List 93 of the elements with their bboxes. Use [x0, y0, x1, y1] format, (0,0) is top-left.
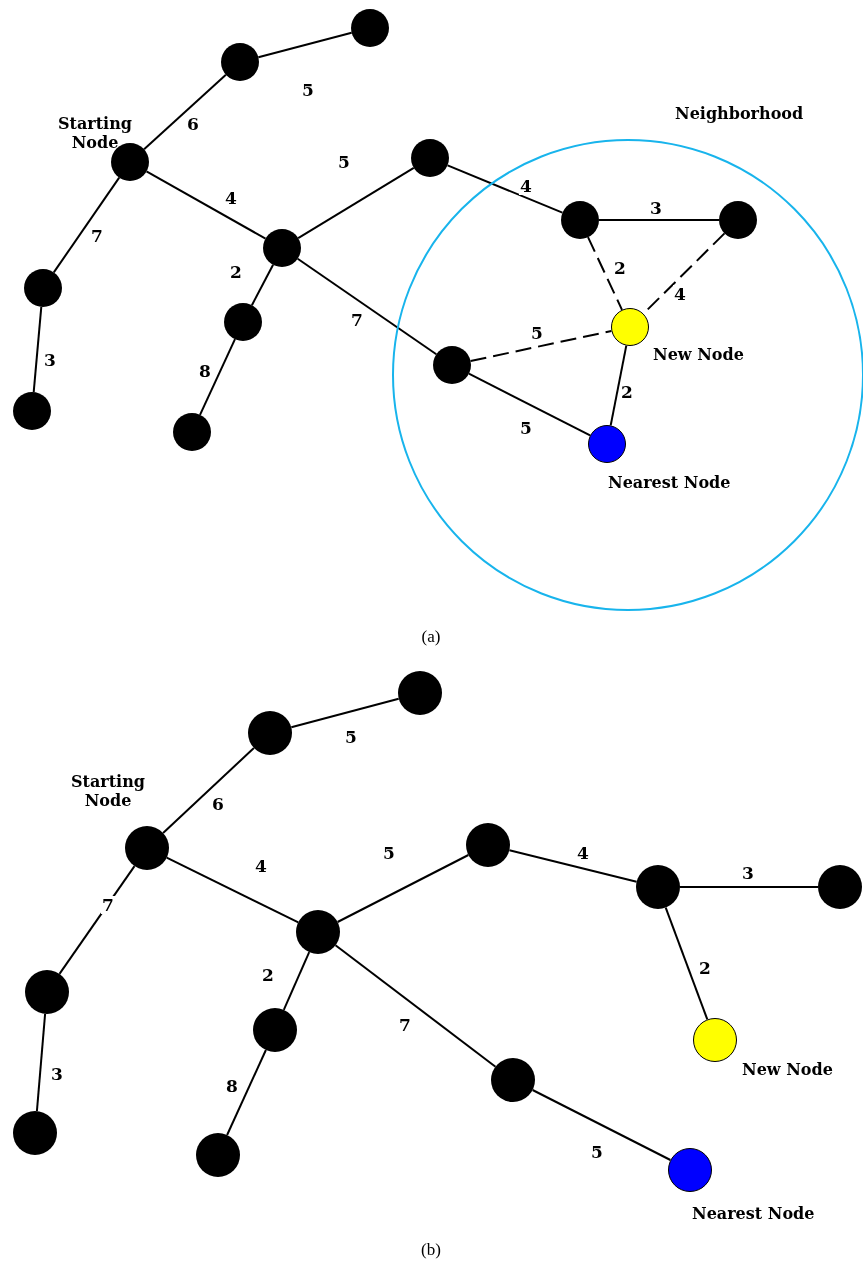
connector-line: [35, 1012, 47, 1113]
edge-label: 5: [337, 153, 351, 171]
connector-line: [162, 747, 255, 834]
edge-label: 8: [225, 1077, 239, 1095]
tree-node: [561, 201, 599, 239]
tree-node: [588, 425, 626, 463]
node-caption: New Node: [653, 345, 744, 364]
edge-label: 5: [519, 419, 533, 437]
connector-line: [32, 305, 43, 394]
connector-line: [531, 1089, 672, 1161]
connector-line: [226, 1049, 267, 1136]
connector-line: [467, 372, 592, 437]
connector-line: [296, 257, 438, 356]
connector-line: [52, 176, 121, 274]
tree-node: [491, 1058, 535, 1102]
edge-label: 5: [382, 844, 396, 862]
connector-line: [664, 906, 709, 1021]
tree-node: [248, 711, 292, 755]
edge-label: 4: [673, 285, 687, 303]
edge-label: 7: [90, 227, 104, 245]
connector-line: [145, 170, 267, 240]
connector-line: [469, 330, 613, 362]
connector-line: [143, 73, 227, 151]
tree-node: [13, 392, 51, 430]
edge-label: 4: [576, 844, 590, 862]
region-label: Neighborhood: [675, 104, 804, 123]
edge-label: 3: [649, 199, 663, 217]
connector-line: [598, 219, 720, 221]
edge-label: 2: [229, 263, 243, 281]
node-caption: Starting Node: [70, 772, 146, 810]
edge-label: 8: [198, 362, 212, 380]
connector-line: [587, 236, 623, 311]
edge-label: 5: [590, 1143, 604, 1161]
tree-node: [433, 346, 471, 384]
tree-node: [296, 910, 340, 954]
connector-line: [165, 856, 300, 924]
tree-node: [668, 1148, 712, 1192]
connector-line: [679, 886, 819, 888]
connector-line: [58, 865, 136, 975]
tree-node: [719, 201, 757, 239]
edge-label: 3: [50, 1065, 64, 1083]
edge-label: 2: [620, 383, 634, 401]
panel-label: (a): [421, 627, 441, 647]
edge-label: 2: [261, 966, 275, 984]
edge-label: 4: [224, 189, 238, 207]
connector-line: [508, 849, 638, 883]
edge-label: 6: [211, 795, 225, 813]
tree-node: [611, 308, 649, 346]
connector-line: [282, 951, 311, 1011]
edge-label: 5: [344, 728, 358, 746]
node-caption: Starting Node: [57, 114, 133, 152]
edge-label: 7: [398, 1016, 412, 1034]
tree-node: [398, 671, 442, 715]
node-caption: Nearest Node: [608, 473, 731, 492]
connector-line: [257, 31, 353, 59]
panel-label: (b): [421, 1240, 441, 1260]
connector-line: [334, 944, 497, 1068]
tree-node: [263, 229, 301, 267]
tree-node: [173, 413, 211, 451]
edge-label: 7: [350, 311, 364, 329]
tree-node: [196, 1133, 240, 1177]
node-caption: Nearest Node: [692, 1204, 815, 1223]
connector-line: [250, 263, 275, 307]
tree-node: [221, 43, 259, 81]
tree-node: [693, 1018, 737, 1062]
tree-node: [818, 865, 862, 909]
edge-label: 7: [101, 896, 115, 914]
edge-label: 3: [741, 864, 755, 882]
tree-node: [125, 826, 169, 870]
edge-label: 3: [43, 351, 57, 369]
edge-label: 5: [530, 324, 544, 342]
edge-label: 4: [254, 857, 268, 875]
tree-node: [351, 9, 389, 47]
tree-node: [411, 139, 449, 177]
connector-line: [609, 344, 628, 427]
tree-node: [24, 269, 62, 307]
connector-line: [336, 854, 470, 923]
edge-label: 6: [186, 115, 200, 133]
edge-label: 4: [519, 177, 533, 195]
tree-node: [13, 1111, 57, 1155]
connector-line: [297, 166, 415, 240]
tree-node: [224, 303, 262, 341]
tree-node: [253, 1008, 297, 1052]
edge-label: 2: [613, 259, 627, 277]
edge-label: 5: [301, 81, 315, 99]
node-caption: New Node: [742, 1060, 833, 1079]
tree-node: [636, 865, 680, 909]
connector-line: [290, 697, 400, 729]
tree-node: [466, 823, 510, 867]
tree-node: [25, 970, 69, 1014]
connector-line: [199, 338, 236, 416]
edge-label: 2: [698, 959, 712, 977]
connector-line: [446, 164, 564, 214]
